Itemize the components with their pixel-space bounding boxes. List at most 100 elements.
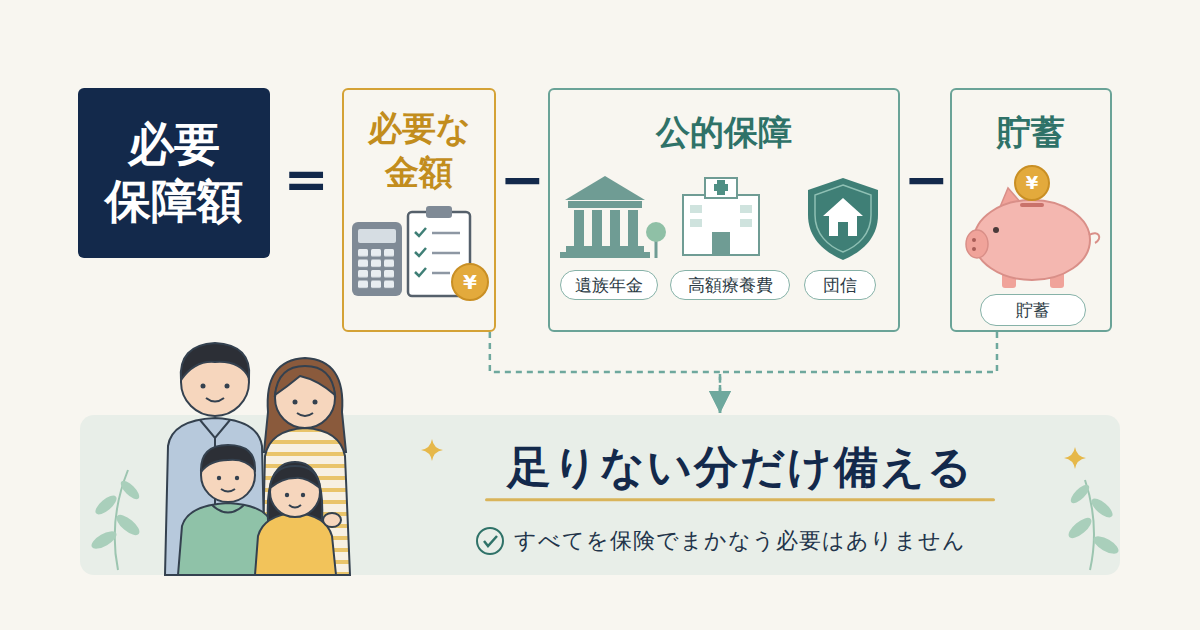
family-illustration xyxy=(217,476,221,480)
result-box: 必要 保障額 xyxy=(78,88,270,258)
dashed-connector xyxy=(490,332,720,413)
box-title: 高額療養費 xyxy=(688,274,773,297)
box-title: 必要な 金額 xyxy=(354,106,484,194)
government-icon xyxy=(560,252,650,258)
family-illustration xyxy=(301,493,305,497)
family-illustration xyxy=(323,513,341,527)
hospital-icon xyxy=(683,178,759,255)
piggy-bank xyxy=(972,247,976,251)
leaf-decor xyxy=(1091,533,1121,557)
government-icon xyxy=(574,210,584,246)
government-icon xyxy=(592,210,602,246)
dashed-connector xyxy=(720,332,997,413)
calculator-icon xyxy=(352,222,402,296)
amount-box: 必要な 金額 xyxy=(342,88,496,332)
family-illustration xyxy=(313,400,318,405)
calculator-icon xyxy=(352,222,402,296)
banner-ground xyxy=(80,415,1120,575)
family-illustration xyxy=(235,476,239,480)
hospital-icon xyxy=(714,184,728,191)
family-illustration xyxy=(293,400,298,405)
leaf-decor xyxy=(93,492,120,517)
leaf-decor xyxy=(89,528,119,552)
family-illustration xyxy=(165,343,350,575)
government-icon xyxy=(628,210,638,246)
family-illustration xyxy=(212,505,244,513)
family-illustration xyxy=(201,384,206,389)
piggy-bank xyxy=(1020,203,1044,207)
yen-mark: ¥ xyxy=(463,272,477,292)
clipboard-icon xyxy=(426,206,452,218)
box-title: 貯蓄 xyxy=(962,112,1100,153)
family-illustration xyxy=(275,366,335,395)
minus-sign: − xyxy=(903,153,948,207)
yen-mark: ¥ xyxy=(1026,174,1039,192)
hospital-icon xyxy=(690,219,702,227)
piggy-bank xyxy=(966,188,1099,288)
calculator-icon xyxy=(358,249,397,291)
government-icon xyxy=(566,246,644,252)
check-icon xyxy=(477,528,503,554)
pill-label: 高額療養費 xyxy=(670,270,790,300)
government-icon xyxy=(568,201,642,208)
check-icon xyxy=(477,528,503,554)
piggy-bank xyxy=(1089,233,1099,243)
family-illustration xyxy=(200,420,230,438)
public-box: 公的保障遺族年金 高額療養費 団信 xyxy=(548,88,900,332)
box-title: 貯蓄 xyxy=(1016,299,1050,322)
government-icon xyxy=(646,222,666,242)
box-title: 公的保障 xyxy=(560,112,888,153)
hospital-icon xyxy=(740,205,752,213)
box-title: 足りない分だけ備える xyxy=(507,441,974,494)
family-illustration xyxy=(206,398,224,402)
piggy-bank xyxy=(972,238,976,242)
leaf-decor xyxy=(118,478,142,502)
shield-icon xyxy=(823,198,863,236)
sparkle xyxy=(1064,447,1086,469)
hospital-icon xyxy=(712,232,730,255)
clipboard-icon xyxy=(432,233,460,273)
family-illustration xyxy=(270,467,320,517)
box-subtext: すべてを保険でまかなう必要はありません xyxy=(514,528,966,554)
pill-label: 団信 xyxy=(804,270,876,300)
leaf-decor xyxy=(113,511,142,538)
family-illustration xyxy=(225,384,230,389)
piggy-bank xyxy=(993,227,999,233)
government-icon xyxy=(565,176,645,200)
hospital-icon xyxy=(740,219,752,227)
box-title: 必要 保障額 xyxy=(94,116,254,231)
leaf-decor xyxy=(1089,495,1116,520)
government-icon xyxy=(560,176,666,258)
clipboard-icon xyxy=(415,228,426,276)
minus-sign: − xyxy=(499,153,544,207)
box-title: 団信 xyxy=(823,274,857,297)
hospital-icon xyxy=(705,178,737,198)
family-illustration xyxy=(289,505,301,508)
yen-coin xyxy=(1015,166,1049,200)
family-illustration xyxy=(285,493,289,497)
leaf-decor xyxy=(1065,514,1094,541)
leaf-decor xyxy=(1068,482,1092,506)
pill-label: 遺族年金 xyxy=(560,270,658,300)
equals-sign: = xyxy=(283,153,328,207)
pill-label: 貯蓄 xyxy=(980,294,1086,326)
title-underline xyxy=(487,498,994,501)
government-icon xyxy=(610,210,620,246)
message-banner: 足りない分だけ備えるすべてを保険でまかなう必要はありません xyxy=(80,415,1120,575)
sparkle xyxy=(421,439,443,461)
family-illustration xyxy=(297,413,313,416)
check-icon xyxy=(484,536,497,546)
shield-icon xyxy=(808,178,878,260)
family-illustration xyxy=(181,343,249,380)
family-illustration xyxy=(221,489,235,492)
yen-coin xyxy=(452,264,488,300)
shield-icon xyxy=(838,222,848,236)
piggy-bank xyxy=(974,200,1090,280)
family-illustration xyxy=(201,445,255,472)
family-illustration xyxy=(268,462,323,520)
calculator-icon xyxy=(358,229,396,243)
hospital-icon xyxy=(690,205,702,213)
savings-box: 貯蓄貯蓄 xyxy=(950,88,1112,332)
shield-icon xyxy=(808,178,878,260)
